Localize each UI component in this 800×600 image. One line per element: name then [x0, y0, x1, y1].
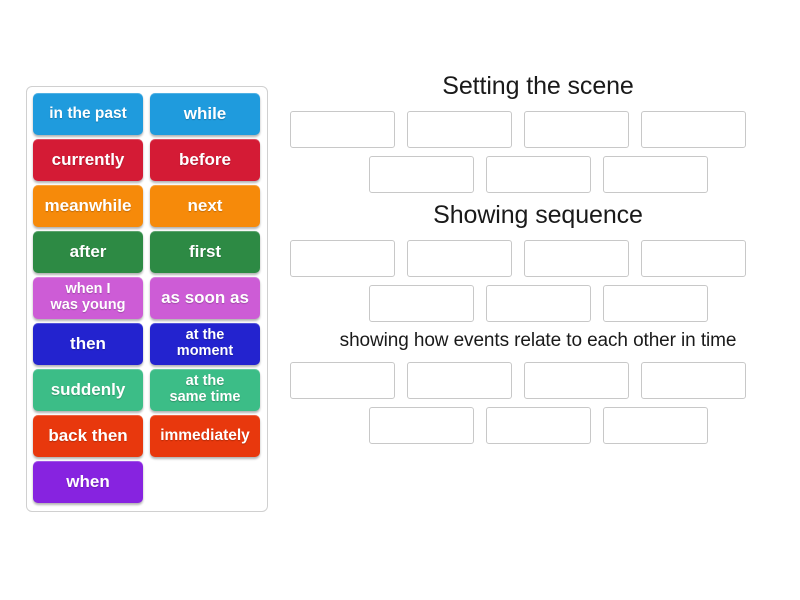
drop-slot[interactable] — [524, 361, 629, 399]
drop-slot[interactable] — [641, 361, 746, 399]
sort-group: showing how events relate to each other … — [290, 330, 786, 444]
word-tile[interactable]: after — [33, 231, 143, 273]
group-title: Showing sequence — [433, 201, 643, 229]
drop-slot-row — [290, 240, 786, 277]
sort-group: Setting the scene — [290, 72, 786, 193]
drop-slot[interactable] — [368, 406, 474, 444]
drop-slot[interactable] — [485, 406, 591, 444]
word-tile[interactable]: suddenly — [33, 369, 143, 411]
drop-slot-row — [290, 406, 786, 444]
empty-tile-slot — [150, 461, 260, 503]
drop-slot[interactable] — [524, 240, 629, 277]
word-tile[interactable]: then — [33, 323, 143, 365]
word-tile[interactable]: back then — [33, 415, 143, 457]
group-title: Setting the scene — [442, 72, 634, 100]
word-tile[interactable]: when I was young — [33, 277, 143, 319]
word-tile[interactable]: currently — [33, 139, 143, 181]
word-tile[interactable]: immediately — [150, 415, 260, 457]
word-tile[interactable]: at the same time — [150, 369, 260, 411]
drop-slot-row — [290, 361, 786, 399]
drop-slot[interactable] — [407, 111, 512, 148]
word-tile[interactable]: first — [150, 231, 260, 273]
drop-slot-row — [290, 111, 786, 148]
word-tile[interactable]: when — [33, 461, 143, 503]
drop-slot[interactable] — [641, 111, 746, 148]
word-tile[interactable]: meanwhile — [33, 185, 143, 227]
drop-slot[interactable] — [485, 285, 591, 322]
word-tile[interactable]: at the moment — [150, 323, 260, 365]
drop-slot[interactable] — [368, 156, 474, 193]
drop-slot[interactable] — [407, 240, 512, 277]
drop-slot-row — [290, 285, 786, 322]
drop-slot[interactable] — [602, 156, 708, 193]
tile-row: when — [33, 461, 261, 503]
group-title: showing how events relate to each other … — [339, 330, 737, 351]
word-tile[interactable]: next — [150, 185, 260, 227]
word-tile[interactable]: in the past — [33, 93, 143, 135]
drop-slot[interactable] — [641, 240, 746, 277]
sort-group: Showing sequence — [290, 201, 786, 322]
drop-slot[interactable] — [368, 285, 474, 322]
drop-slot[interactable] — [290, 240, 395, 277]
drop-slot[interactable] — [290, 111, 395, 148]
drop-slot[interactable] — [602, 285, 708, 322]
drop-slot[interactable] — [485, 156, 591, 193]
word-tile[interactable]: while — [150, 93, 260, 135]
drop-slot[interactable] — [602, 406, 708, 444]
word-tile[interactable]: as soon as — [150, 277, 260, 319]
word-tile[interactable]: before — [150, 139, 260, 181]
drop-slot[interactable] — [524, 111, 629, 148]
drop-slot[interactable] — [290, 361, 395, 399]
drop-slot-row — [290, 156, 786, 193]
drop-slot[interactable] — [407, 361, 512, 399]
